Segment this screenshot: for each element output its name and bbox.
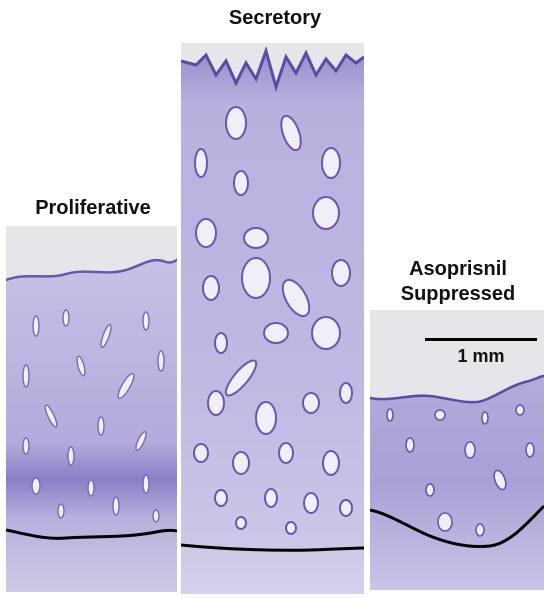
epithelium-surface xyxy=(370,374,544,404)
gland-group xyxy=(22,309,165,523)
scale-bar-label: 1 mm xyxy=(457,346,505,366)
asoprisnil-label-line2: Suppressed xyxy=(400,283,516,305)
epithelium-surface xyxy=(6,258,177,282)
basalis-boundary-line xyxy=(6,528,177,540)
asoprisnil-label-line1: Asoprisnil xyxy=(409,258,507,280)
histology-panel-asoprisnil xyxy=(370,310,544,590)
secretory-label: Secretory xyxy=(228,7,322,29)
proliferative-label: Proliferative xyxy=(35,197,151,219)
proliferative-tissue-image xyxy=(6,226,177,592)
basalis-boundary-line xyxy=(181,543,364,552)
secretory-tissue-image xyxy=(181,43,364,594)
tissue-region xyxy=(6,260,177,592)
tissue-region xyxy=(370,376,544,590)
asoprisnil-tissue-image xyxy=(370,310,544,590)
histology-panel-secretory xyxy=(181,43,364,594)
basalis-boundary-line xyxy=(370,504,544,548)
scale-bar xyxy=(425,338,537,341)
histology-panel-proliferative xyxy=(6,226,177,592)
gland-group xyxy=(386,404,535,537)
epithelium-surface xyxy=(181,46,364,93)
gland-group xyxy=(193,106,353,535)
